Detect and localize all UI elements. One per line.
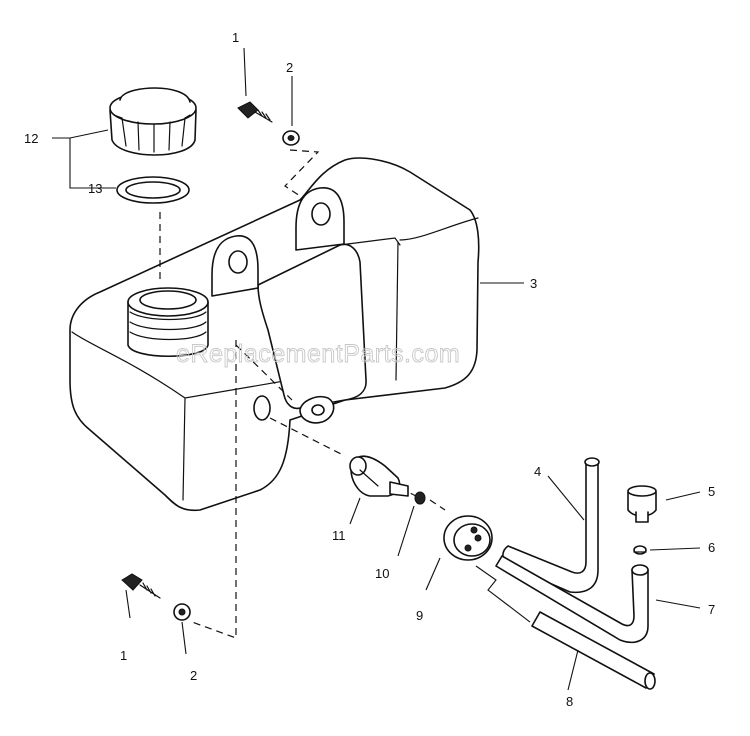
- filler-neck: [127, 287, 209, 357]
- callout-2-bottom: 2: [190, 668, 197, 683]
- mounting-ear-left: [211, 235, 259, 297]
- callout-6: 6: [708, 540, 715, 555]
- callout-10: 10: [375, 566, 389, 581]
- callout-1-top: 1: [232, 30, 239, 45]
- fuel-tank-right-edge: [395, 217, 479, 381]
- cap-gasket: [116, 176, 190, 204]
- tube-elbow: [495, 555, 649, 644]
- fuel-line: [475, 565, 656, 690]
- watermark: eReplacementParts.com: [176, 340, 460, 368]
- mounting-ear-bottom: [299, 395, 335, 424]
- fuel-filter: [627, 485, 657, 523]
- assembly-lines: [159, 149, 446, 639]
- callout-3: 3: [530, 276, 537, 291]
- callout-1-bottom: 1: [120, 648, 127, 663]
- callout-5: 5: [708, 484, 715, 499]
- fuel-valve: [349, 455, 409, 497]
- callout-2-top: 2: [286, 60, 293, 75]
- callout-4: 4: [534, 464, 541, 479]
- grommet: [443, 515, 493, 561]
- callout-labels: 1 2 3 4 5 6 7 8 9 10 11 12 13 1 2: [24, 30, 715, 709]
- callout-11: 11: [332, 528, 346, 543]
- callout-8: 8: [566, 694, 573, 709]
- callout-7: 7: [708, 602, 715, 617]
- screw-bottom: [121, 573, 161, 599]
- screw-top: [237, 101, 273, 123]
- hose-clamp: [633, 545, 647, 555]
- leader-lines: [52, 47, 701, 691]
- callout-12: 12: [24, 131, 38, 146]
- mounting-ear-right: [295, 187, 345, 251]
- callout-13: 13: [88, 181, 102, 196]
- valve-seal: [414, 491, 426, 505]
- fuel-cap: [109, 87, 197, 156]
- outlet-hole: [253, 395, 271, 421]
- fuel-tank-saddle: [257, 243, 367, 410]
- washer-bottom: [173, 603, 191, 621]
- callout-9: 9: [416, 608, 423, 623]
- fuel-tank-front-edge: [71, 331, 291, 501]
- washer-top: [282, 130, 300, 146]
- fuel-tank: [69, 157, 480, 512]
